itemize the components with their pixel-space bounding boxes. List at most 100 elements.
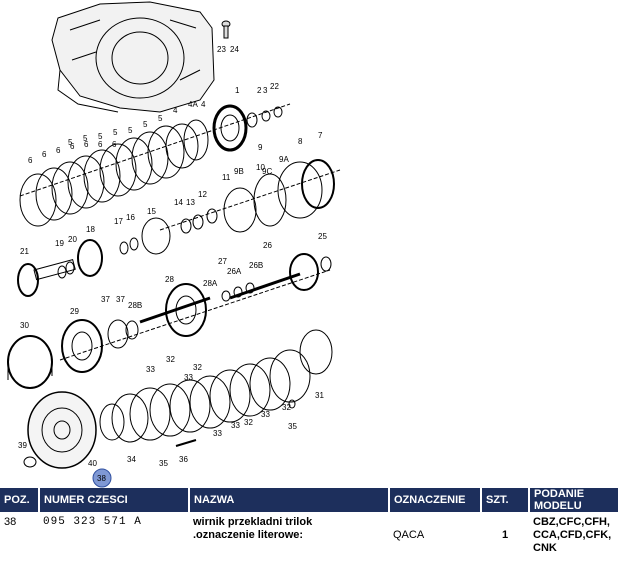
col-numer-czesci: NUMER CZESCI bbox=[39, 488, 190, 512]
bolt-part bbox=[221, 20, 231, 39]
col-poz: POZ. bbox=[0, 488, 40, 512]
callout-26: 26 bbox=[263, 241, 272, 250]
callout-35b: 35 bbox=[288, 422, 297, 431]
cell-qty: 1 bbox=[501, 529, 509, 541]
callout-37b: 37 bbox=[116, 295, 125, 304]
parts-table: POZ. NUMER CZESCI NAZWA OZNACZENIE SZT. … bbox=[0, 488, 620, 555]
callout-36: 36 bbox=[179, 455, 188, 464]
callout-29: 29 bbox=[70, 307, 79, 316]
callout-27: 27 bbox=[218, 257, 227, 266]
cell-oznaczenie: QACA bbox=[393, 529, 425, 541]
torque-converter bbox=[23, 391, 97, 469]
callout-28: 28 bbox=[165, 275, 174, 284]
shaft-assembly-middle bbox=[17, 217, 332, 302]
callout-20: 20 bbox=[68, 235, 77, 244]
callout-6f: 6 bbox=[98, 140, 103, 149]
callout-6e: 6 bbox=[84, 140, 89, 149]
callout-33d: 33 bbox=[231, 421, 240, 430]
callout-10: 10 bbox=[256, 163, 265, 172]
cell-name: wirnik przekladni trilok .oznaczenie lit… bbox=[189, 512, 389, 555]
callout-3: 3 bbox=[263, 86, 268, 95]
callout-33b: 33 bbox=[184, 373, 193, 382]
callout-25: 25 bbox=[318, 232, 327, 241]
cell-models-line1: CBZ,CFC,CFH, bbox=[533, 516, 610, 528]
callout-32d: 32 bbox=[282, 403, 291, 412]
clutch-pack-upper bbox=[19, 103, 291, 227]
callout-5d: 5 bbox=[113, 128, 118, 137]
callout-5a: 5 bbox=[158, 114, 163, 123]
exploded-parts-diagram: 23 24 1 2 3 22 4 4A 4 5 5 5 5 5 5 5 6 6 … bbox=[7, 1, 341, 488]
clutch-pack-lower bbox=[99, 349, 311, 447]
col-szt: SZT. bbox=[481, 488, 530, 512]
callout-23: 23 bbox=[217, 45, 226, 54]
callout-1: 1 bbox=[235, 86, 240, 95]
callout-32b: 32 bbox=[193, 363, 202, 372]
callout-6d: 6 bbox=[70, 142, 75, 151]
callout-12: 12 bbox=[198, 190, 207, 199]
cell-models-line3: CNK bbox=[533, 542, 557, 554]
callout-7: 7 bbox=[318, 131, 323, 140]
callout-38-highlight[interactable] bbox=[92, 468, 112, 488]
callout-5f: 5 bbox=[83, 134, 88, 143]
callout-33a: 33 bbox=[146, 365, 155, 374]
callout-2: 2 bbox=[257, 86, 262, 95]
callout-4b: 4 bbox=[173, 106, 178, 115]
table-header-row: POZ. NUMER CZESCI NAZWA OZNACZENIE SZT. … bbox=[0, 488, 620, 512]
callout-21: 21 bbox=[20, 247, 29, 256]
callout-4a: 4A bbox=[188, 100, 198, 109]
callout-33e: 33 bbox=[261, 410, 270, 419]
callout-17: 17 bbox=[114, 217, 123, 226]
callout-26a: 26A bbox=[227, 267, 242, 276]
callout-33c: 33 bbox=[213, 429, 222, 438]
callout-6g: 6 bbox=[112, 140, 117, 149]
cell-name-line2: .oznaczenie literowe: bbox=[193, 529, 304, 541]
callout-6a: 6 bbox=[28, 156, 33, 165]
callout-34: 34 bbox=[127, 455, 136, 464]
callout-5b: 5 bbox=[143, 120, 148, 129]
callout-31: 31 bbox=[315, 391, 324, 400]
callout-8: 8 bbox=[298, 137, 303, 146]
cell-models-line2: CCA,CFD,CFK, bbox=[533, 529, 612, 541]
cell-models: CBZ,CFC,CFH, CCA,CFD,CFK, CNK bbox=[529, 512, 619, 555]
callout-40: 40 bbox=[88, 459, 97, 468]
callout-35a: 35 bbox=[159, 459, 168, 468]
callout-5c: 5 bbox=[128, 126, 133, 135]
callout-37a: 37 bbox=[101, 295, 110, 304]
callout-9: 9 bbox=[258, 143, 263, 152]
callout-19: 19 bbox=[55, 239, 64, 248]
cell-part-number[interactable]: 095 323 571 A bbox=[43, 516, 142, 528]
cell-poz: 38 bbox=[4, 516, 17, 528]
callout-28a: 28A bbox=[203, 279, 218, 288]
callout-15: 15 bbox=[147, 207, 156, 216]
callout-18: 18 bbox=[86, 225, 95, 234]
callout-9c: 9C bbox=[262, 167, 272, 176]
callout-5g: 5 bbox=[68, 138, 73, 147]
callout-9a: 9A bbox=[279, 155, 289, 164]
callout-28b: 28B bbox=[128, 301, 142, 310]
col-podanie-modelu: PODANIE MODELU bbox=[529, 488, 620, 512]
callout-6c: 6 bbox=[56, 146, 61, 155]
cell-name-line1: wirnik przekladni trilok bbox=[193, 516, 313, 528]
callout-14: 14 bbox=[174, 198, 183, 207]
callout-32c: 32 bbox=[244, 418, 253, 427]
callout-39: 39 bbox=[18, 441, 27, 450]
transmission-housing bbox=[51, 1, 215, 113]
col-oznaczenie: OZNACZENIE bbox=[389, 488, 482, 512]
callout-30: 30 bbox=[20, 321, 29, 330]
callout-22: 22 bbox=[270, 82, 279, 91]
callout-5e: 5 bbox=[98, 132, 103, 141]
callout-13: 13 bbox=[186, 198, 195, 207]
callout-26b: 26B bbox=[249, 261, 263, 270]
table-row[interactable]: 38 095 323 571 A wirnik przekladni trilo… bbox=[0, 512, 619, 555]
planetary-gear-set bbox=[7, 269, 333, 389]
callout-11: 11 bbox=[222, 173, 231, 182]
callout-24: 24 bbox=[230, 45, 239, 54]
col-nazwa: NAZWA bbox=[189, 488, 390, 512]
callout-labels: 23 24 1 2 3 22 4 4A 4 5 5 5 5 5 5 5 6 6 … bbox=[18, 45, 327, 488]
callout-32a: 32 bbox=[166, 355, 175, 364]
callout-4: 4 bbox=[201, 100, 206, 109]
clutch-drum bbox=[159, 159, 341, 234]
callout-38: 38 bbox=[97, 474, 106, 483]
callout-9b: 9B bbox=[234, 167, 244, 176]
callout-6b: 6 bbox=[42, 150, 47, 159]
